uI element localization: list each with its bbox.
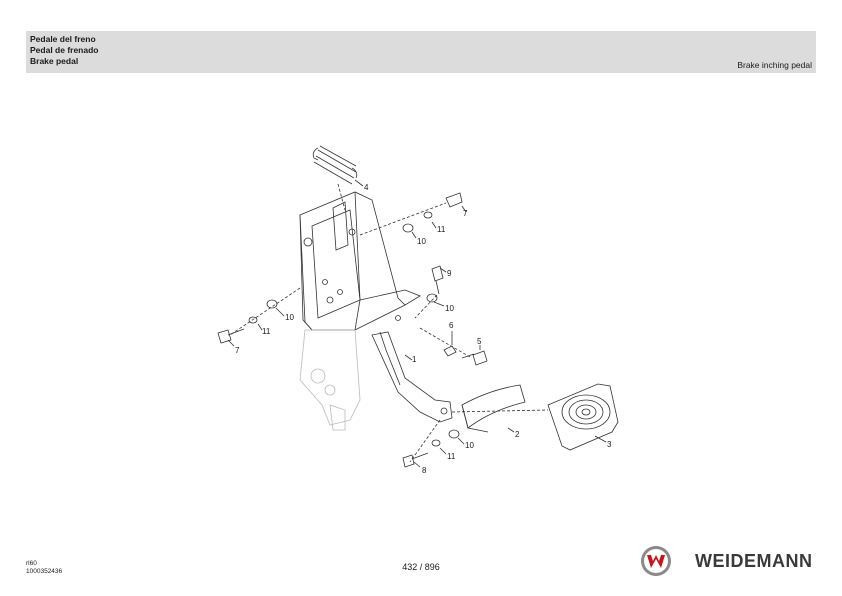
document-reference: rl60 1000352436 (26, 560, 62, 575)
callout-6: 6 (449, 321, 454, 330)
callout-labels: 1 2 3 4 5 6 7 7 8 9 10 10 10 10 11 11 11 (235, 183, 612, 475)
callout-3: 3 (607, 440, 612, 449)
title-block: Pedale del freno Pedal de frenado Brake … (30, 34, 99, 67)
doc-code: rl60 (26, 560, 37, 567)
callout-5: 5 (477, 337, 482, 346)
pedal-pad-part (461, 384, 526, 433)
callout-10-bottom: 10 (465, 441, 474, 450)
callout-10-mid: 10 (445, 304, 454, 313)
spring-part (312, 145, 358, 185)
page-header: Pedale del freno Pedal de frenado Brake … (26, 31, 816, 73)
callout-11-top: 11 (437, 225, 446, 234)
callout-1: 1 (412, 355, 417, 364)
callout-7-left: 7 (235, 346, 240, 355)
section-subtitle: Brake inching pedal (737, 60, 812, 70)
callout-9: 9 (447, 269, 452, 278)
callout-10-top: 10 (417, 237, 426, 246)
callout-8: 8 (422, 466, 427, 475)
title-spanish: Pedal de frenado (30, 45, 99, 55)
doc-number: 1000352436 (26, 567, 63, 575)
pedal-bracket (299, 191, 421, 331)
callout-11-bottom: 11 (447, 452, 456, 461)
title-english: Brake pedal (30, 56, 79, 66)
title-italian: Pedale del freno (30, 34, 96, 44)
rubber-pad-part (547, 383, 619, 451)
weidemann-logo (641, 546, 671, 576)
callout-2: 2 (515, 430, 520, 439)
page-number: 432 / 896 (402, 562, 440, 572)
leader-lines (227, 179, 607, 468)
callout-4: 4 (364, 183, 369, 192)
pedal-lever (371, 331, 453, 423)
callout-7-top: 7 (463, 209, 468, 218)
brand-name: WEIDEMANN (695, 551, 813, 571)
fasteners (217, 192, 488, 468)
brake-valve (299, 329, 361, 431)
callout-10-left: 10 (285, 313, 294, 322)
assembly-lines (229, 202, 549, 463)
callout-11-left: 11 (262, 327, 271, 336)
